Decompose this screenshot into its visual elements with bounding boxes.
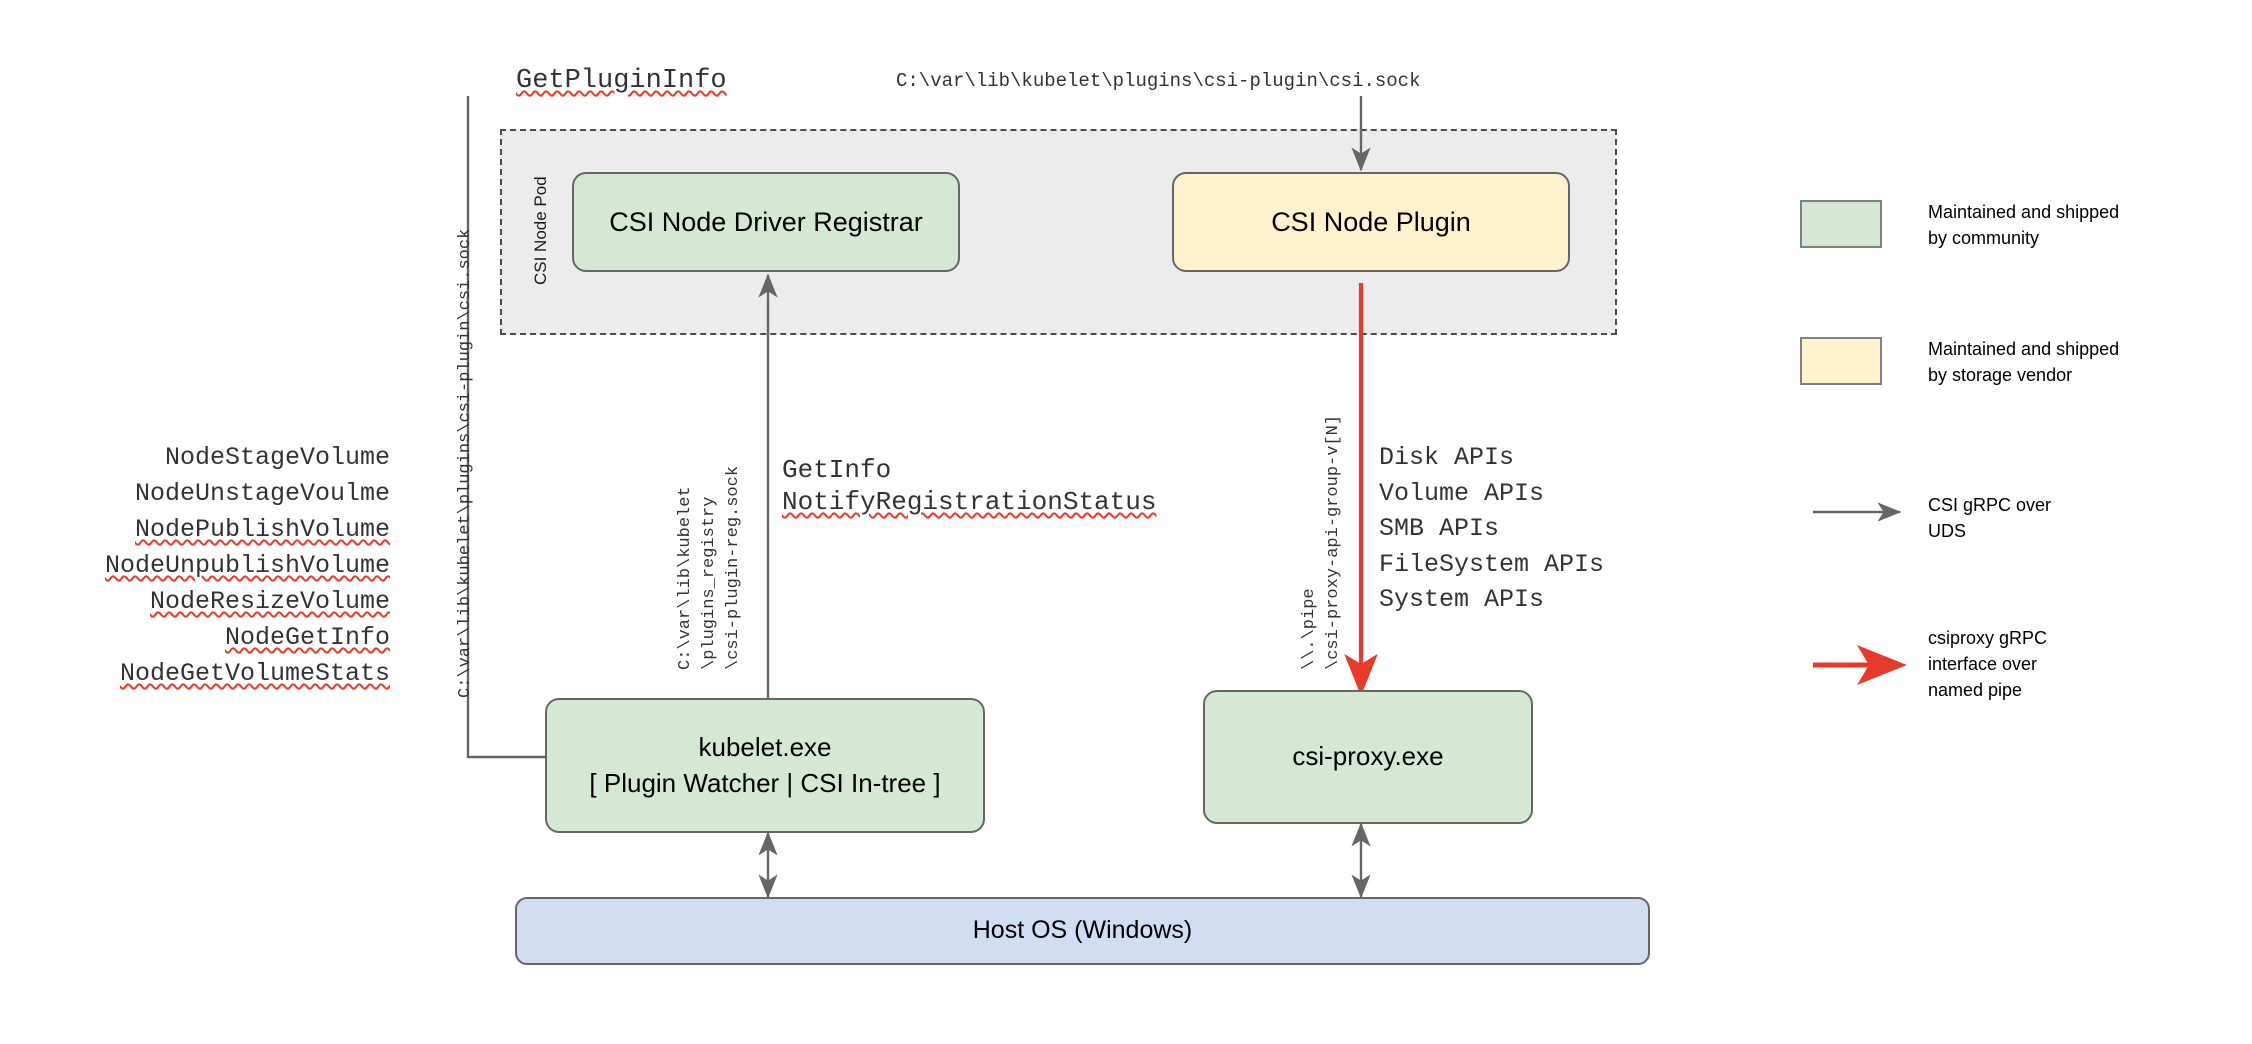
node-csi-node-driver-registrar-label: CSI Node Driver Registrar: [609, 206, 923, 237]
node-csi-node-driver-registrar[interactable]: CSI Node Driver Registrar: [572, 172, 960, 272]
node-kubelet-exe[interactable]: kubelet.exe [ Plugin Watcher | CSI In-tr…: [545, 698, 985, 833]
label-registry-socket-line-3: \csi-plugin-reg.sock: [724, 465, 743, 670]
api-list-item: NodeUnstageVoulme: [134, 479, 390, 508]
legend-swatch-vendor: [1800, 337, 1882, 385]
csiproxy-api-item: SMB APIs: [1379, 514, 1500, 543]
api-list-item: NodePublishVolume: [134, 515, 390, 544]
legend-label-community-line-1: Maintained and shipped: [1928, 202, 2120, 222]
node-host-os[interactable]: Host OS (Windows): [515, 897, 1650, 965]
legend-label-vendor: Maintained and shipped by storage vendor: [1928, 336, 2119, 388]
legend-label-vendor-line-2: by storage vendor: [1928, 365, 2073, 386]
csiproxy-api-item: Volume APIs: [1379, 478, 1545, 508]
label-getinfo: GetInfo: [782, 455, 892, 485]
csiproxy-api-group-list: Disk APIs Volume APIs SMB APIs FileSyste…: [1379, 440, 1604, 618]
node-kubelet-exe-label: kubelet.exe: [698, 732, 832, 763]
node-csi-node-plugin[interactable]: CSI Node Plugin: [1172, 172, 1570, 272]
label-named-pipe-line-2: \csi-proxy-api-group-v[N]: [1324, 414, 1343, 670]
legend-label-named-pipe-line-1: csiproxy gRPC: [1928, 628, 2048, 648]
label-plugin-socket-path: C:\var\lib\kubelet\plugins\csi-plugin\cs…: [896, 70, 1421, 92]
api-list-item: NodeStageVolume: [164, 443, 390, 472]
legend-label-uds: CSI gRPC over UDS: [1928, 492, 2051, 544]
api-list-item: NodeUnpublishVolume: [104, 551, 390, 580]
csiproxy-api-item: FileSystem APIs: [1379, 549, 1605, 579]
legend-label-uds-line-1: CSI gRPC over: [1928, 495, 2052, 515]
api-list-item: NodeResizeVolume: [149, 587, 390, 616]
node-service-api-list: NodeStageVolume NodeUnstageVoulme NodePu…: [55, 440, 390, 692]
node-csi-proxy-exe-label: csi-proxy.exe: [1292, 741, 1444, 772]
label-plugin-socket-path-vertical: C:\var\lib\kubelet\plugins\csi-plugin\cs…: [456, 228, 475, 698]
legend-label-community-line-2: by community: [1928, 228, 2040, 249]
label-registry-socket-line-1: C:\var\lib\kubelet: [676, 486, 695, 670]
node-csi-node-plugin-label: CSI Node Plugin: [1271, 206, 1471, 237]
csiproxy-api-item: System APIs: [1379, 585, 1545, 614]
legend-swatch-community: [1800, 200, 1882, 248]
node-host-os-label: Host OS (Windows): [972, 916, 1193, 945]
csiproxy-api-item: Disk APIs: [1379, 443, 1515, 472]
label-getplugininfo: GetPluginInfo: [516, 66, 727, 96]
legend-label-named-pipe: csiproxy gRPC interface over named pipe: [1928, 625, 2047, 703]
api-list-item: NodeGetVolumeStats: [119, 659, 390, 688]
legend-label-community: Maintained and shipped by community: [1928, 199, 2119, 251]
node-csi-proxy-exe[interactable]: csi-proxy.exe: [1203, 690, 1533, 824]
node-kubelet-exe-sublabel: [ Plugin Watcher | CSI In-tree ]: [589, 767, 941, 798]
label-notifyregistrationstatus: NotifyRegistrationStatus: [782, 487, 1157, 517]
legend-label-named-pipe-line-2: interface over: [1928, 654, 2038, 675]
label-registry-socket-line-2: \plugins_registry: [700, 496, 719, 670]
csi-node-pod-label: CSI Node Pod: [531, 176, 550, 285]
legend-label-named-pipe-line-3: named pipe: [1928, 680, 2023, 701]
api-list-item: NodeGetInfo: [224, 623, 390, 652]
legend-label-vendor-line-1: Maintained and shipped: [1928, 339, 2120, 359]
label-named-pipe-line-1: \\.\pipe: [1300, 588, 1319, 670]
legend-label-uds-line-2: UDS: [1928, 521, 1967, 542]
